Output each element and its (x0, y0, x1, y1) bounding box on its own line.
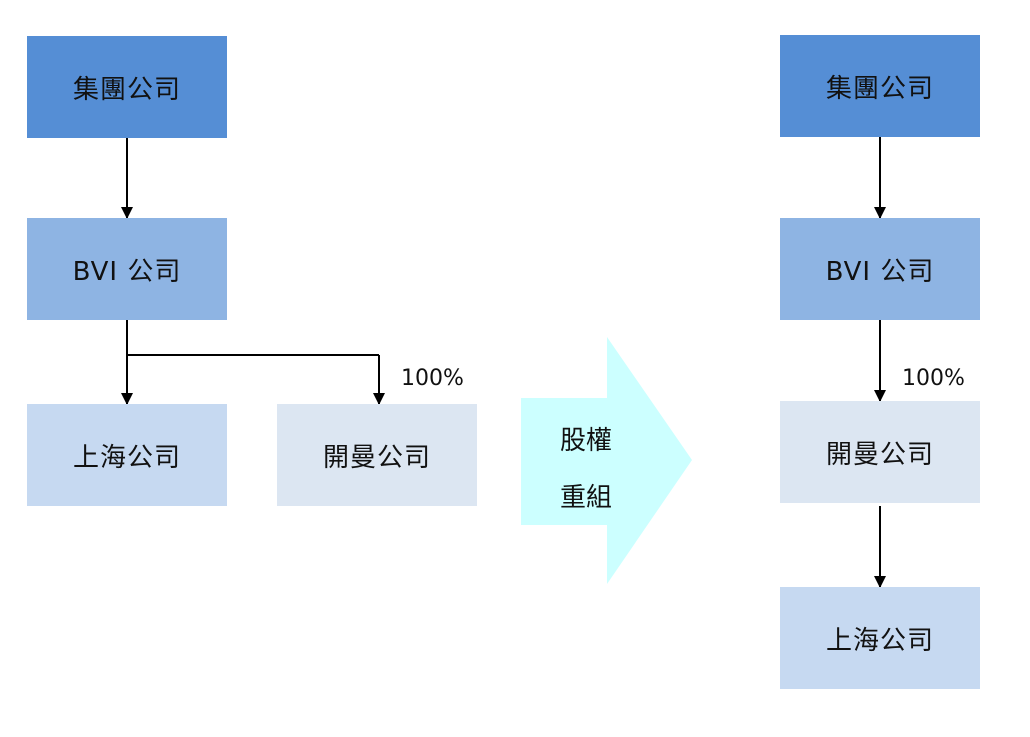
before-kaiman-company-box: 開曼公司 (277, 404, 477, 506)
before-group-company-box: 集團公司 (27, 36, 227, 138)
before-group-company-label: 集團公司 (72, 74, 181, 105)
before-kaiman-company-label: 開曼公司 (322, 442, 431, 473)
before-bvi-company-box: BVI 公司 (27, 218, 227, 320)
after-kaiman-company-box: 開曼公司 (780, 401, 980, 503)
restructure-arrow-shape (521, 337, 692, 584)
after-group-company-label: 集團公司 (825, 73, 934, 104)
before-shanghai-company-box: 上海公司 (27, 404, 227, 506)
after-kaiman-company-label: 開曼公司 (825, 439, 934, 470)
after-shanghai-company-label: 上海公司 (825, 625, 934, 656)
before-shanghai-company-label: 上海公司 (72, 442, 181, 473)
after-bvi-company-box: BVI 公司 (780, 218, 980, 320)
after-group-company-box: 集團公司 (780, 35, 980, 137)
after-shanghai-company-box: 上海公司 (780, 587, 980, 689)
before-bvi-company-label: BVI 公司 (72, 256, 182, 287)
restructure-label-line2: 重組 (559, 483, 612, 513)
after-kaiman-share-label: 100% (902, 366, 965, 391)
after-bvi-company-label: BVI 公司 (825, 256, 935, 287)
restructure-label-line1: 股權 (559, 426, 612, 456)
before-kaiman-share-label: 100% (401, 366, 464, 391)
